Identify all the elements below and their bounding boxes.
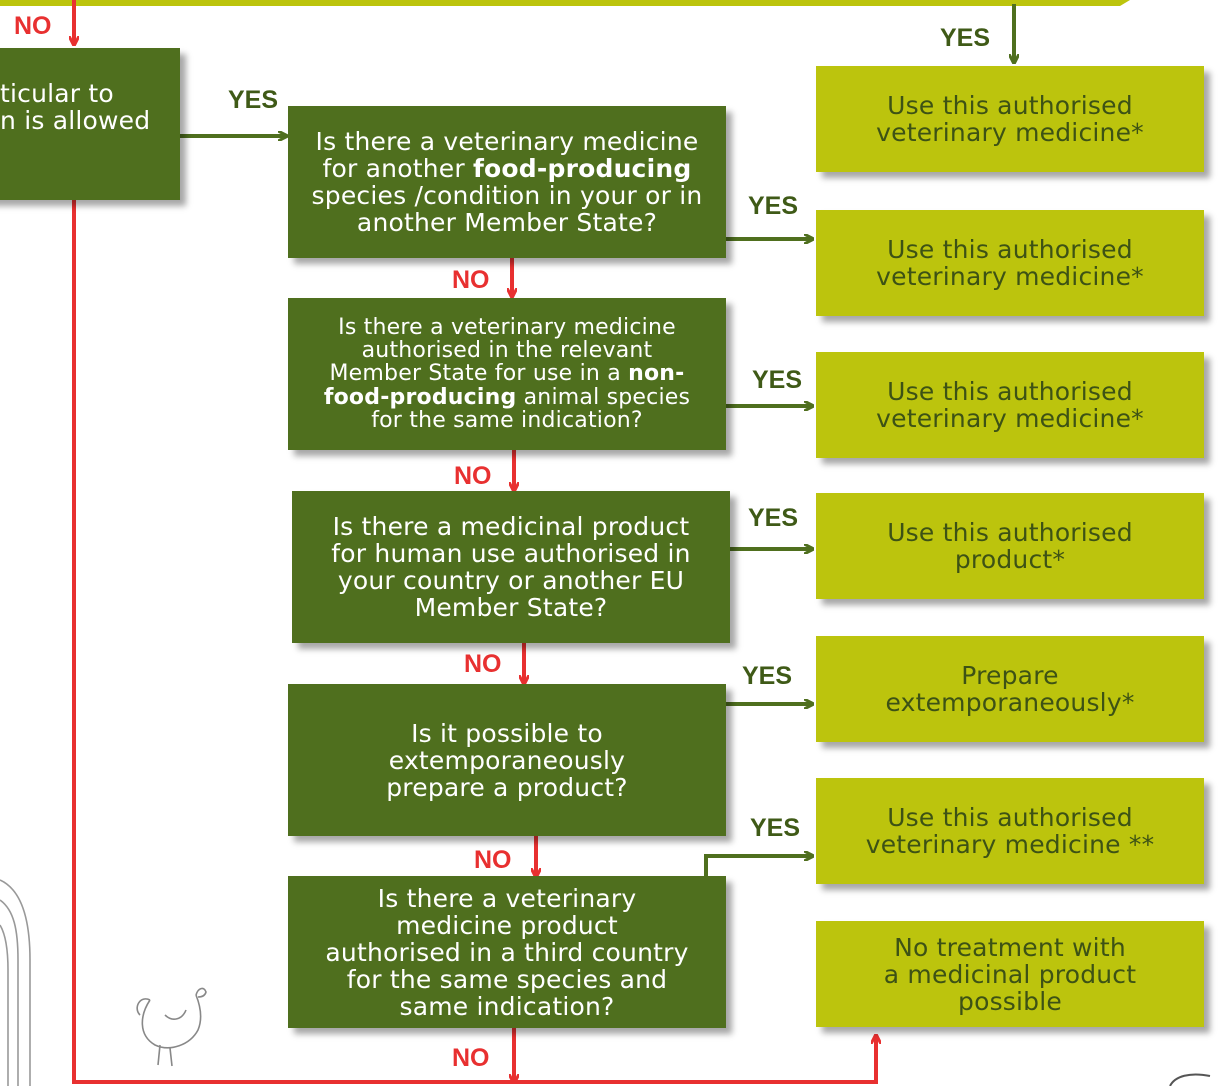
label-yes-4: YES — [742, 662, 793, 690]
question-box-1: Is there a veterinary medicine for anoth… — [288, 106, 726, 258]
a0-line: Use this authorised — [887, 91, 1133, 120]
label-no-top: NO — [14, 12, 52, 40]
label-no-3: NO — [464, 650, 502, 678]
answer-box-5: Use this authorised veterinary medicine … — [816, 778, 1204, 884]
question-box-4: Is it possible to extemporaneously prepa… — [288, 684, 726, 836]
answer-box-3: Use this authorised product* — [816, 493, 1204, 599]
q1-line: for another food-producing — [312, 155, 703, 182]
a1-line: veterinary medicine* — [876, 262, 1144, 291]
q1-bold-text: food-producing — [472, 154, 692, 183]
q1-line: species /condition in your or in — [311, 181, 703, 210]
q4-line: prepare a product? — [386, 772, 628, 802]
q3-line: Member State? — [414, 593, 608, 622]
a4-line: Prepare — [961, 661, 1059, 690]
label-no-1: NO — [452, 266, 490, 294]
q2-line: authorised in the relevant — [361, 338, 653, 364]
label-yes-5: YES — [750, 814, 801, 842]
q5-line: Is there a veterinary — [377, 883, 637, 913]
q4-line: Is it possible to — [411, 718, 603, 748]
a2-line: veterinary medicine* — [876, 404, 1144, 433]
q3-line: Is there a medicinal product — [332, 512, 690, 541]
q3-line: for human use authorised in — [331, 539, 691, 568]
label-yes-left: YES — [228, 86, 279, 114]
question-box-5: Is there a veterinary medicine product a… — [288, 876, 726, 1028]
label-no-5: NO — [452, 1044, 490, 1072]
a5-line: Use this authorised — [887, 803, 1133, 832]
q2-bold-text: food-producing — [323, 384, 517, 410]
a6-line: No treatment with — [894, 932, 1126, 962]
q2-line: food-producing animal species — [323, 384, 691, 410]
q5-line: same indication? — [399, 991, 615, 1021]
q3-line: your country or another EU — [337, 566, 685, 595]
answer-box-0: Use this authorised veterinary medicine* — [816, 66, 1204, 172]
arrow-yes-5 — [704, 856, 812, 876]
no-route-line — [72, 200, 876, 1084]
left-box-line: n is allowed — [0, 106, 151, 135]
q2-line: for the same indication? — [371, 407, 643, 433]
chicken-icon — [136, 987, 207, 1067]
q1-line: Is there a veterinary medicine — [315, 127, 699, 156]
answer-box-4: Prepare extemporaneously* — [816, 636, 1204, 742]
q2-text: animal species — [516, 384, 691, 410]
top-banner-edge — [0, 0, 1130, 6]
q1-line: another Member State? — [356, 208, 658, 237]
q2-text: Member State for use in a — [329, 361, 629, 387]
question-box-2: Is there a veterinary medicine authorise… — [288, 298, 726, 450]
a3-line: product* — [954, 545, 1066, 574]
q5-line: for the same species and — [346, 964, 668, 994]
q1-text: for another — [322, 154, 473, 183]
label-yes-top: YES — [940, 24, 991, 52]
a0-line: veterinary medicine* — [876, 118, 1144, 147]
label-yes-1: YES — [748, 192, 799, 220]
q2-line: Member State for use in a non- — [324, 362, 690, 385]
label-yes-3: YES — [748, 504, 799, 532]
left-box-line: ticular to — [0, 79, 114, 108]
a6-line: a medicinal product — [883, 959, 1137, 989]
a4-line: extemporaneously* — [885, 688, 1135, 717]
q5-line: authorised in a third country — [325, 937, 689, 967]
q5-line: medicine product — [396, 910, 618, 940]
a3-line: Use this authorised — [887, 518, 1133, 547]
a5-line: veterinary medicine ** — [865, 830, 1155, 859]
answer-box-6: No treatment with a medicinal product po… — [816, 921, 1204, 1027]
answer-box-2: Use this authorised veterinary medicine* — [816, 352, 1204, 458]
q2-line: Is there a veterinary medicine — [338, 315, 676, 341]
corner-circle — [1169, 1073, 1211, 1086]
bottle-outline — [0, 879, 31, 1086]
label-yes-2: YES — [752, 366, 803, 394]
a1-line: Use this authorised — [887, 235, 1133, 264]
answer-box-1: Use this authorised veterinary medicine* — [816, 210, 1204, 316]
q2-bold-text: non- — [628, 361, 685, 387]
label-no-4: NO — [474, 846, 512, 874]
label-no-2: NO — [454, 462, 492, 490]
a6-line: possible — [958, 986, 1062, 1016]
question-box-3: Is there a medicinal product for human u… — [292, 491, 730, 643]
left-decision-box: ticular to n is allowed — [0, 48, 180, 200]
q4-line: extemporaneously — [388, 745, 626, 775]
a2-line: Use this authorised — [887, 377, 1133, 406]
